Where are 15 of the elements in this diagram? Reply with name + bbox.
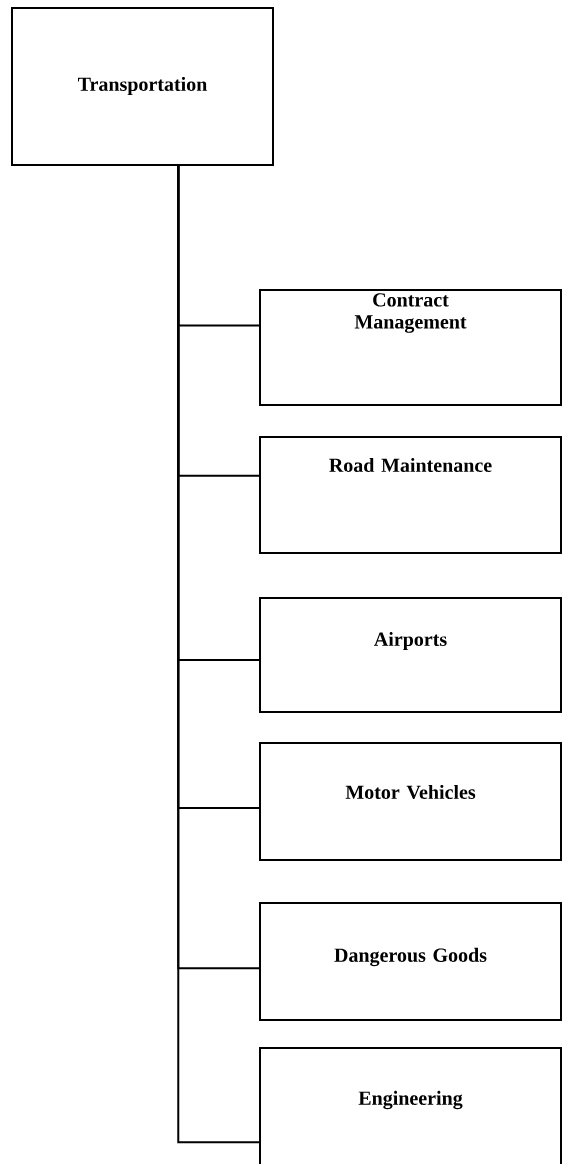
unit-box <box>259 1047 562 1164</box>
unit-box <box>259 902 562 1021</box>
box-label: Road Maintenance <box>329 457 492 473</box>
box-label: Engineering <box>358 1090 463 1110</box>
unit-box <box>259 742 562 861</box>
box-label: Contract Management <box>354 293 467 333</box>
unit-box <box>259 436 562 554</box>
heading-box <box>11 7 274 166</box>
connector-line <box>177 165 260 1144</box>
unit-box <box>259 597 562 713</box>
unit-box <box>259 289 562 406</box>
box-label: Airports <box>374 631 447 651</box>
box-label: Motor Vehicles <box>345 784 476 800</box>
box-label: Dangerous Goods <box>334 947 487 967</box>
box-label: Transportation <box>78 76 207 96</box>
